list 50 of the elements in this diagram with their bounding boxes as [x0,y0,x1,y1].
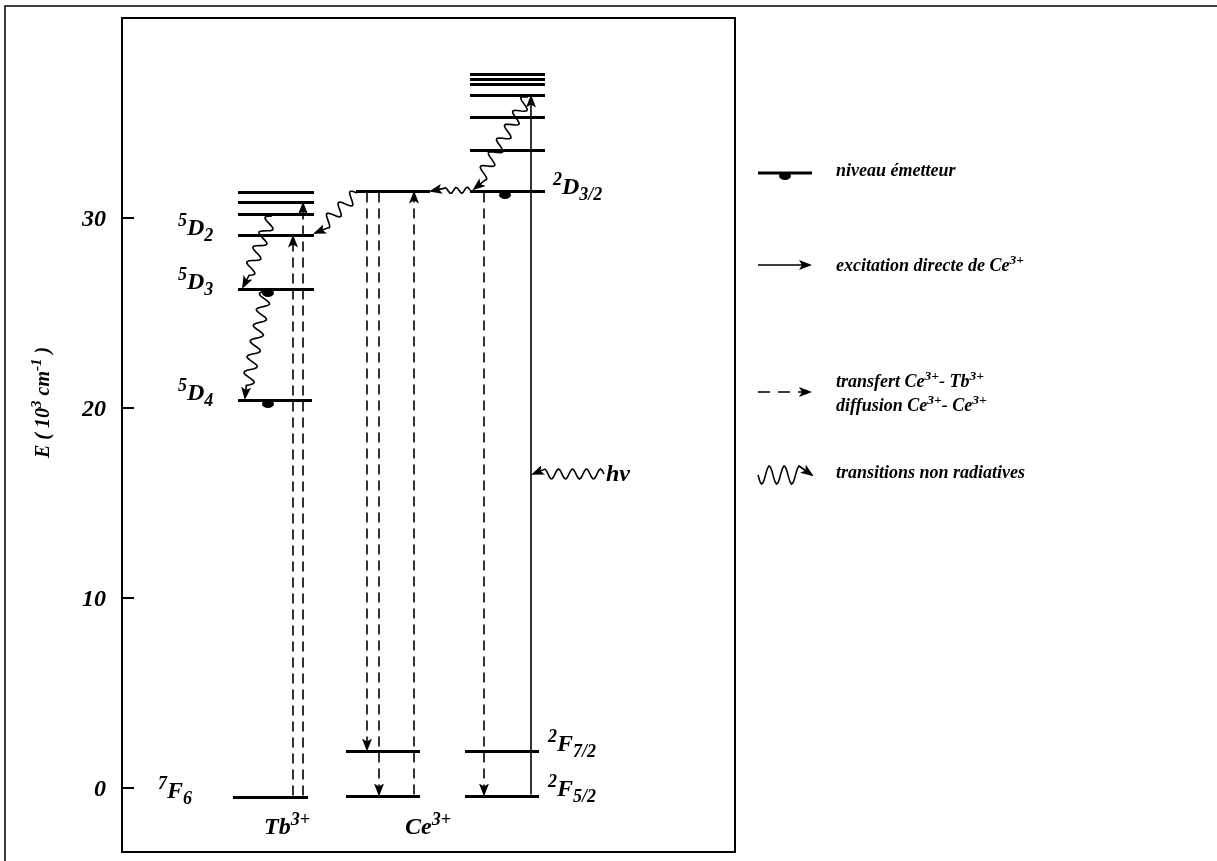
energy-level [346,749,420,753]
dashed-arrow [288,234,298,797]
energy-level [465,749,539,753]
term-symbol: $^{2}$D$_{3/2}$ [553,170,603,205]
wavy-arrow [241,290,271,400]
wavy-arrow [313,190,358,234]
energy-level [346,794,420,798]
energy-level [238,398,312,402]
term-symbol: $^{5}$D$_{4}$ [178,376,214,411]
energy-level [470,82,545,86]
energy-level [233,795,308,799]
term-symbol: $^{2}$F$_{5/2}$ [548,772,597,807]
legend-text: excitation directe de Ce$^{3+}$ [836,252,1024,276]
energy-level [470,93,545,97]
dashed-arrow [298,201,308,797]
wavy-arrow [242,215,274,289]
arrow [526,94,536,796]
energy-level [470,189,545,193]
photon-label: hν [606,460,630,487]
ion-label: Tb$^{3+}$ [264,810,310,840]
wavy-arrow [531,465,605,480]
legend-text: transitions non radiatives [836,462,1026,483]
wavy-arrow [429,183,471,195]
dashed-arrow [374,191,384,797]
term-symbol: $^{5}$D$_{2}$ [178,211,214,246]
energy-level [238,233,314,237]
dashed-arrow [479,191,489,797]
tick-label: 30 [82,205,106,232]
term-symbol: $^{5}$D$_{3}$ [178,265,214,300]
tick-label: 20 [82,395,106,422]
wavy-arrow [472,95,529,191]
legend-text: niveau émetteur [836,160,956,181]
energy-level [238,190,314,194]
energy-level [238,287,314,291]
energy-level [470,115,545,119]
dashed-arrow [362,191,372,752]
energy-level [470,148,545,152]
dashed-arrow [409,190,419,796]
term-symbol: $^{2}$F$_{7/2}$ [548,727,597,762]
energy-level [238,212,314,216]
tick-label: 0 [94,775,106,802]
energy-level [356,189,430,193]
energy-level [238,200,314,204]
legend-text: transfert Ce$^{3+}$- Tb$^{3+}$ diffusion Ce$^{3+}$- Ce$^{3+}$ [836,368,988,416]
term-symbol: $^{7}$F$_{6}$ [158,774,192,809]
energy-level [470,77,545,81]
ion-label: Ce$^{3+}$ [405,810,451,840]
energy-level [470,72,545,76]
energy-level [465,794,539,798]
tick-label: 10 [82,585,106,612]
